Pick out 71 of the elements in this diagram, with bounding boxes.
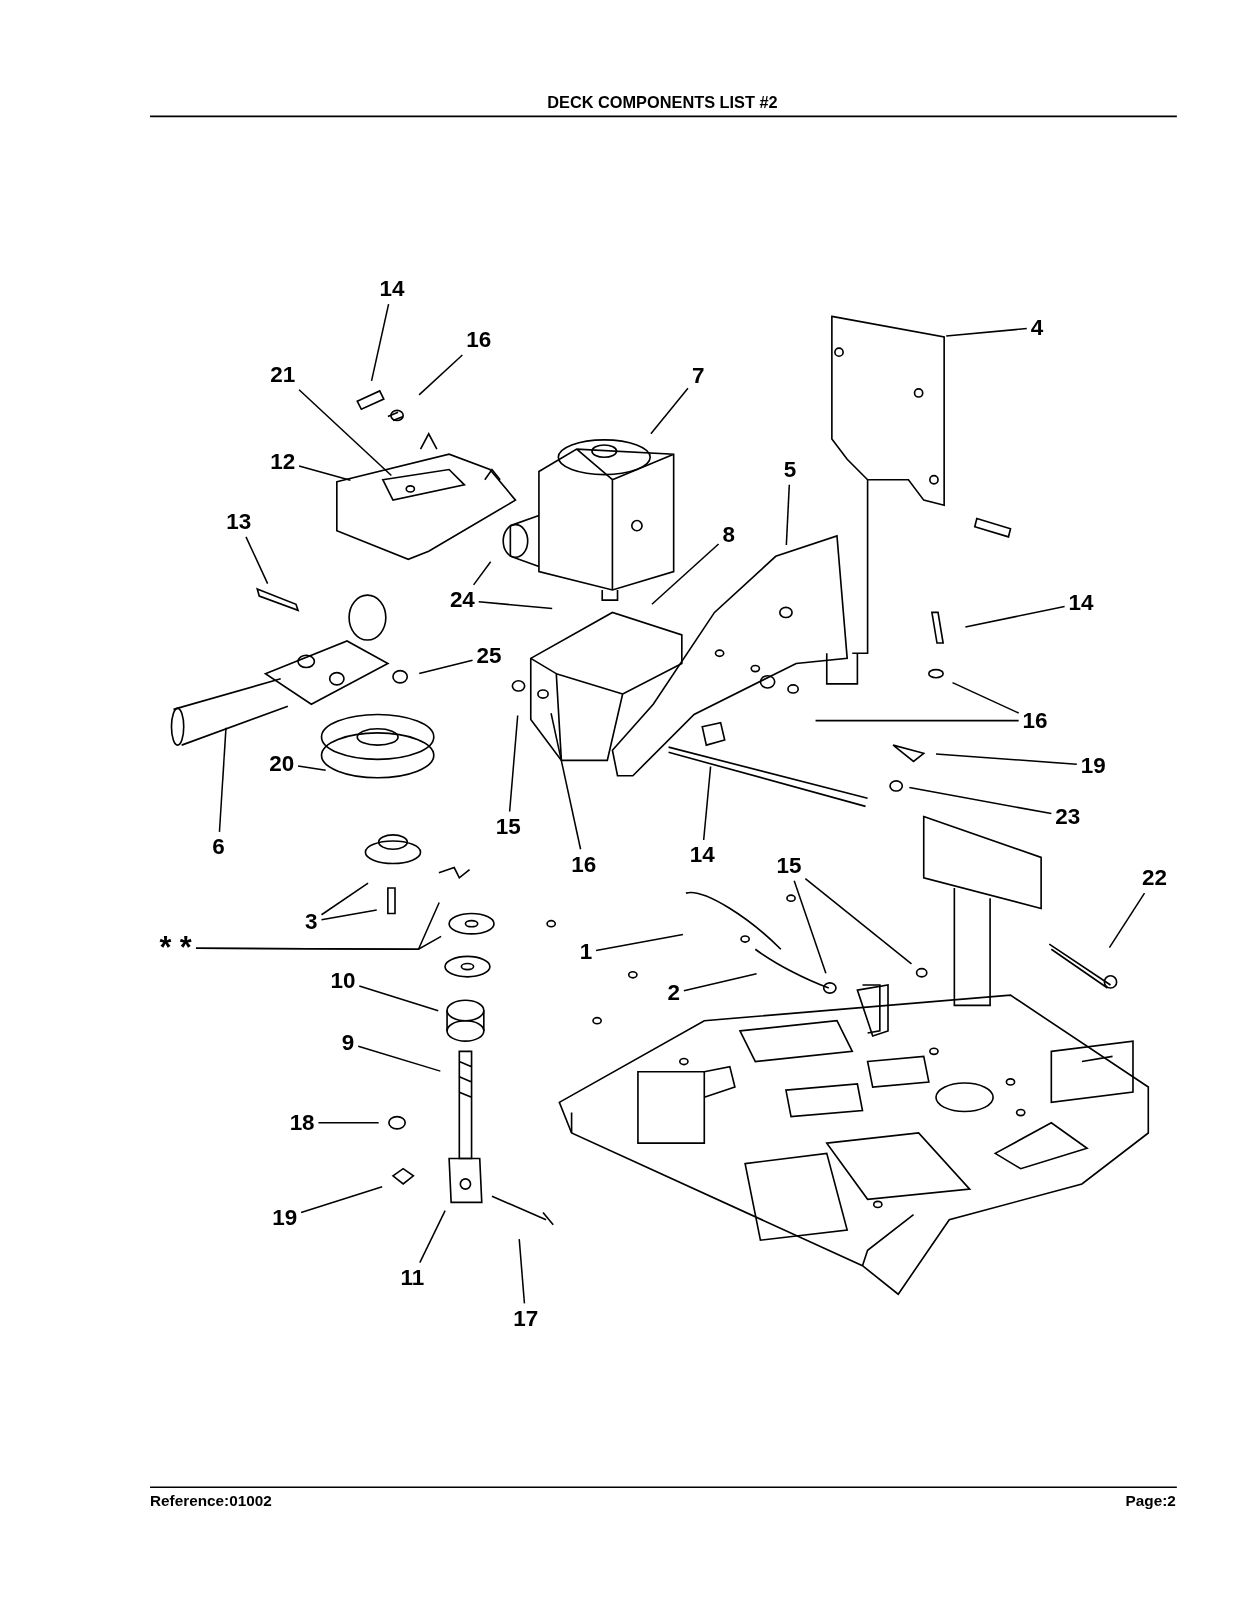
callout-number: 8 bbox=[722, 523, 736, 547]
leader-line bbox=[418, 354, 464, 396]
leader-line bbox=[298, 389, 393, 477]
reference-number: Reference:01002 bbox=[150, 1492, 272, 1508]
leader-line bbox=[508, 714, 519, 813]
leader-line bbox=[317, 1122, 380, 1124]
callout-number: 1 bbox=[579, 941, 593, 964]
callout-number: 14 bbox=[689, 844, 715, 867]
leader-line bbox=[218, 727, 227, 833]
leader-line bbox=[477, 600, 553, 610]
leader-line bbox=[300, 1186, 383, 1214]
leader-line bbox=[419, 1209, 446, 1264]
leader-line bbox=[550, 712, 582, 850]
leader-line bbox=[935, 753, 1078, 766]
leader-line bbox=[370, 303, 390, 382]
leader-line bbox=[472, 560, 492, 586]
leader-line bbox=[357, 1045, 442, 1072]
callout-number: 10 bbox=[330, 969, 356, 993]
callout-number: 19 bbox=[1080, 754, 1106, 777]
leader-line bbox=[418, 659, 474, 675]
leader-line bbox=[702, 765, 712, 841]
callout-number: 14 bbox=[379, 277, 405, 301]
callout-number: 3 bbox=[305, 910, 318, 933]
leader-line bbox=[785, 484, 791, 546]
callout-number: 15 bbox=[495, 815, 521, 838]
callout-number: 17 bbox=[513, 1307, 539, 1330]
callout-number: 20 bbox=[269, 752, 295, 775]
callout-number: 24 bbox=[449, 588, 475, 612]
callout-number: 12 bbox=[270, 450, 296, 473]
leader-line bbox=[650, 387, 689, 435]
page-number: Page:2 bbox=[1125, 1492, 1176, 1508]
callout-number: 9 bbox=[341, 1031, 355, 1055]
leader-line bbox=[195, 935, 442, 950]
callout-number: 19 bbox=[272, 1206, 298, 1229]
callout-number: 4 bbox=[1030, 316, 1044, 339]
callout-number: 14 bbox=[1068, 592, 1094, 615]
callout-number: 25 bbox=[476, 645, 502, 668]
leader-line bbox=[908, 786, 1053, 815]
callout-number: 23 bbox=[1055, 805, 1081, 828]
callout-number: 5 bbox=[783, 458, 797, 481]
callout-number: 21 bbox=[270, 363, 296, 386]
callout-number: 13 bbox=[226, 510, 252, 533]
page-title: DECK COMPONENTS LIST #2 bbox=[547, 94, 778, 112]
leader-line bbox=[951, 681, 1020, 714]
leader-line bbox=[518, 1238, 526, 1305]
leader-line bbox=[297, 765, 327, 771]
leader-line bbox=[804, 877, 913, 965]
callout-number: * * bbox=[159, 932, 192, 964]
leader-line bbox=[683, 973, 758, 992]
leader-line bbox=[245, 536, 269, 585]
leader-line bbox=[1108, 892, 1146, 949]
callout-number: 2 bbox=[667, 981, 680, 1005]
leader-line bbox=[964, 605, 1066, 628]
callout-number: 15 bbox=[776, 854, 802, 877]
leader-line bbox=[651, 543, 720, 605]
leader-line bbox=[320, 909, 378, 921]
leader-line bbox=[595, 933, 684, 952]
callout-number: 11 bbox=[400, 1266, 425, 1290]
callout-number: 16 bbox=[466, 328, 492, 352]
leader-line bbox=[945, 327, 1028, 337]
callout-number: 22 bbox=[1141, 866, 1167, 890]
leader-line bbox=[814, 719, 1020, 722]
callout-number: 18 bbox=[289, 1111, 315, 1134]
callout-number: 16 bbox=[571, 853, 597, 876]
leader-line bbox=[298, 465, 352, 482]
leader-line bbox=[793, 880, 827, 974]
callout-number: 16 bbox=[1022, 709, 1048, 732]
leader-line bbox=[358, 985, 440, 1012]
leader-line bbox=[320, 882, 369, 916]
callout-number: 7 bbox=[691, 364, 705, 387]
callout-number: 6 bbox=[212, 835, 225, 859]
